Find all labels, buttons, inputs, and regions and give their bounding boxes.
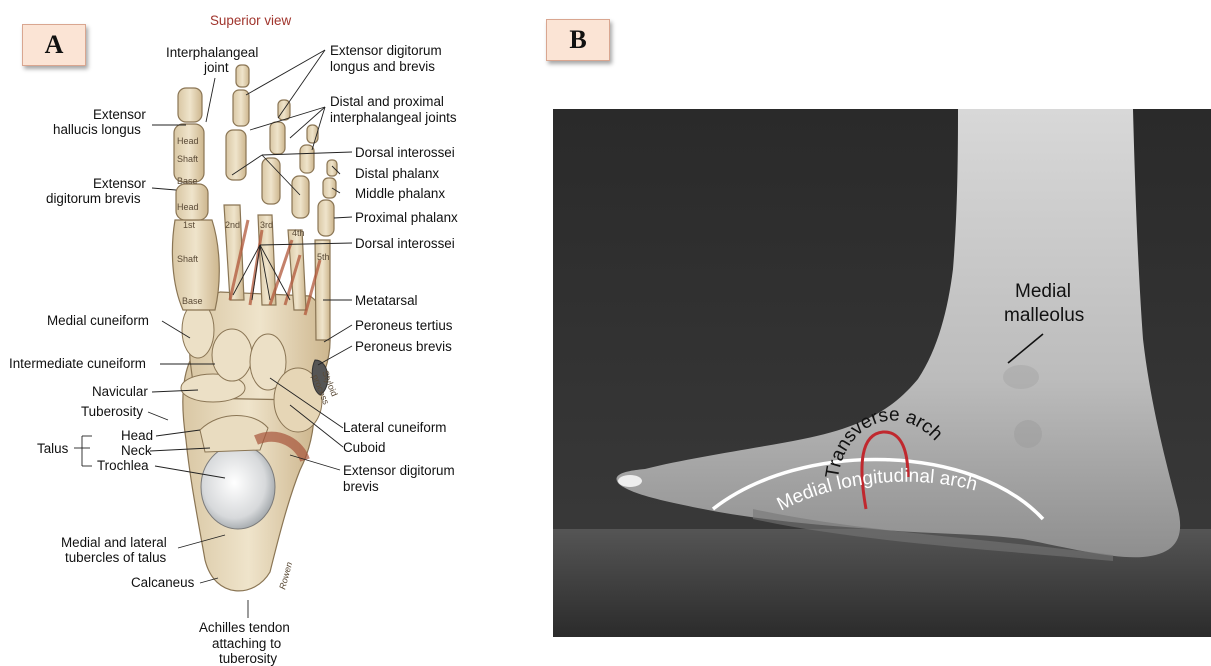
label-peroneus-tertius: Peroneus tertius — [355, 318, 453, 333]
label-achilles-1: Achilles tendon — [199, 620, 290, 635]
bone-label-head-2: Head — [177, 202, 199, 212]
medial-malleolus-label-2: malleolus — [1004, 305, 1084, 326]
label-talus: Talus — [37, 441, 68, 456]
label-talus-trochlea: Trochlea — [97, 458, 149, 473]
label-talus-head: Head — [121, 428, 153, 443]
bone-label-base-2: Base — [182, 296, 203, 306]
bone-label-base-1: Base — [177, 176, 198, 186]
label-lateral-cuneiform: Lateral cuneiform — [343, 420, 446, 435]
label-metatarsal: Metatarsal — [355, 293, 418, 308]
label-navicular: Navicular — [92, 384, 148, 399]
bone-label-shaft-2: Shaft — [177, 254, 199, 264]
big-toe-nail — [618, 475, 642, 487]
label-distal-proximal-2: interphalangeal joints — [330, 110, 457, 125]
label-proximal-phalanx: Proximal phalanx — [355, 210, 458, 225]
bone-label-head-1: Head — [177, 136, 199, 146]
label-tuberosity: Tuberosity — [81, 404, 143, 419]
talus-trochlea — [201, 445, 275, 529]
artist-signature: Rowen — [277, 561, 294, 591]
label-dorsal-interossei-1: Dorsal interossei — [355, 145, 455, 160]
label-calcaneus: Calcaneus — [131, 575, 194, 590]
label-extensor-digitorum-brevis-r-2: brevis — [343, 479, 379, 494]
label-achilles-3: tuberosity — [219, 651, 277, 666]
label-extensor-hallucis-1: Extensor — [93, 107, 146, 122]
bone-label-4th: 4th — [292, 228, 305, 238]
label-achilles-2: attaching to — [212, 636, 281, 651]
label-interphalangeal-joint-2: joint — [204, 60, 229, 75]
label-dorsal-interossei-2: Dorsal interossei — [355, 236, 455, 251]
intermediate-cuneiform-bone — [212, 329, 252, 381]
foot-skeleton-diagram: Head Shaft Base Head 1st Shaft Base 2nd … — [0, 0, 560, 666]
label-extensor-digitorum-brevis-1: Extensor — [93, 176, 146, 191]
label-extensor-hallucis-2: hallucis longus — [53, 122, 141, 137]
label-extensor-digitorum-brevis-r-1: Extensor digitorum — [343, 463, 455, 478]
label-distal-phalanx: Distal phalanx — [355, 166, 439, 181]
navicular-bump — [1014, 420, 1042, 448]
label-extensor-digitorum-brevis-2: digitorum brevis — [46, 191, 141, 206]
label-middle-phalanx: Middle phalanx — [355, 186, 445, 201]
malleolus-bump — [1003, 365, 1039, 389]
label-medial-cuneiform: Medial cuneiform — [47, 313, 149, 328]
label-talus-neck: Neck — [121, 443, 152, 458]
medial-malleolus-label-1: Medial — [1015, 281, 1071, 302]
superior-view-title: Superior view — [210, 13, 291, 28]
bone-label-3rd: 3rd — [260, 220, 273, 230]
bone-label-2nd: 2nd — [225, 220, 240, 230]
label-extensor-digitorum-longus-1: Extensor digitorum — [330, 43, 442, 58]
panel-b-badge: B — [546, 19, 610, 61]
label-cuboid: Cuboid — [343, 440, 385, 455]
label-tubercles-2: tubercles of talus — [65, 550, 166, 565]
label-peroneus-brevis: Peroneus brevis — [355, 339, 452, 354]
foot-arch-photo: Transverse arch Medial longitudinal arch… — [553, 109, 1211, 637]
label-tubercles-1: Medial and lateral — [61, 535, 167, 550]
label-extensor-digitorum-longus-2: longus and brevis — [330, 59, 435, 74]
bone-label-shaft-1: Shaft — [177, 154, 199, 164]
label-distal-proximal-1: Distal and proximal — [330, 94, 444, 109]
label-intermediate-cuneiform: Intermediate cuneiform — [9, 356, 146, 371]
label-interphalangeal-joint-1: Interphalangeal — [166, 45, 258, 60]
bone-label-5th: 5th — [317, 252, 330, 262]
bone-label-1st: 1st — [183, 220, 196, 230]
